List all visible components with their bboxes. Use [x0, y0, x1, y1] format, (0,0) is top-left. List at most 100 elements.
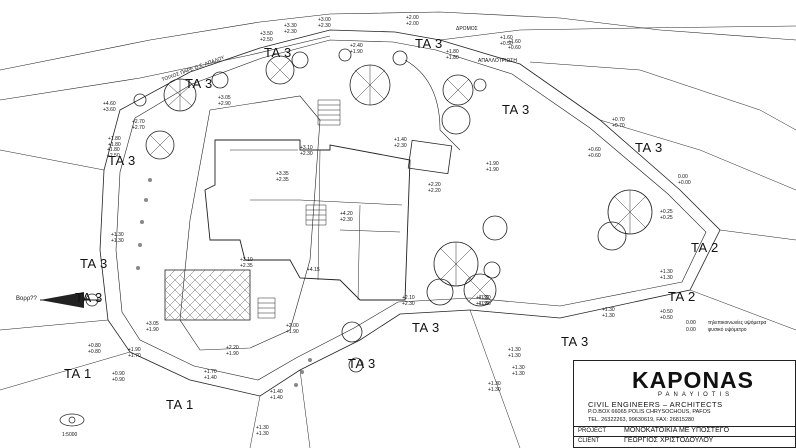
spot-level: +1.40+2.30: [394, 137, 407, 149]
natural-level: +1.90: [286, 328, 299, 335]
client-value: ΓΕΩΡΓΙΟΣ ΧΡΙΣΤΟΔΟΥΛΟΥ: [624, 437, 714, 444]
spot-level: +1.80+1.80: [108, 136, 121, 148]
finished-level: +0.80: [88, 343, 101, 349]
legend-value: 0.00: [686, 320, 696, 326]
spot-level: +3.10+2.35: [240, 257, 253, 269]
natural-level: +1.30: [602, 312, 615, 319]
spot-level: +1.30+1.30: [602, 307, 615, 319]
zone-label: TA 3: [348, 356, 376, 371]
spot-level: 0.00+0.00: [678, 174, 691, 186]
spot-level: +4.20+2.30: [340, 211, 353, 223]
natural-level: +1.80: [446, 54, 459, 61]
spot-level: +1.30+1.30: [478, 295, 491, 307]
spot-level: +1.30+1.30: [476, 295, 489, 307]
natural-level: +2.20: [428, 187, 441, 194]
zone-label: TA 3: [264, 45, 292, 60]
spot-level: +0.90+0.90: [112, 371, 125, 383]
finished-level: 0.00: [678, 174, 688, 180]
client-row: CLIENT ΓΕΩΡΓΙΟΣ ΧΡΙΣΤΟΔΟΥΛΟΥ: [574, 436, 795, 447]
zone-label: TA 3: [185, 76, 213, 91]
spot-level: +1.80+2.50: [107, 147, 120, 159]
finished-level: +3.10: [300, 145, 313, 151]
spot-level: +2.20+2.20: [428, 182, 441, 194]
finished-level: +1.80: [107, 147, 120, 153]
natural-level: +0.60: [508, 44, 521, 51]
finished-level: +0.50: [660, 309, 673, 315]
firm-name: KAPONAS: [632, 367, 755, 393]
natural-level: +1.30: [478, 300, 491, 307]
finished-level: +1.60: [500, 35, 513, 41]
zone-label: TA 3: [415, 36, 443, 51]
spot-level: +2.10+2.30: [402, 295, 415, 307]
finished-level: +1.30: [478, 295, 491, 301]
scale-label: 1:5000: [62, 432, 78, 438]
expropriation-label: ΑΠΑΛΛΟΤΡΙΩΣΗ: [478, 58, 517, 64]
finished-level: +1.40: [270, 389, 283, 395]
legend-text: τηλεπικοινωνίες υψόμετρα: [708, 320, 767, 326]
natural-level: +2.35: [276, 176, 289, 183]
natural-level: +2.50: [107, 152, 120, 159]
spot-level: +0.60+0.60: [588, 147, 601, 159]
finished-level: +1.30: [512, 365, 525, 371]
zone-label: TA 1: [166, 397, 194, 412]
finished-level: +1.80: [108, 136, 121, 142]
natural-level: +2.30: [284, 28, 297, 35]
spot-level: +3.10+2.30: [300, 145, 313, 157]
eye-stamp-icon: [59, 413, 85, 427]
spot-level: +3.00+2.30: [318, 17, 331, 29]
natural-level: +1.30: [508, 352, 521, 359]
spot-level: +3.30+2.30: [284, 23, 297, 35]
spot-level: +0.50+0.50: [660, 309, 673, 321]
zone-label: TA 2: [668, 289, 696, 304]
natural-level: +0.50: [500, 40, 513, 47]
spot-level: +1.30+1.30: [488, 381, 501, 393]
natural-level: +3.60: [103, 106, 116, 113]
legend-text: φυσικό υψόμετρο: [708, 327, 747, 333]
finished-level: +1.40: [394, 137, 407, 143]
finished-level: +3.30: [284, 23, 297, 29]
natural-level: +2.35: [240, 262, 253, 269]
finished-level: +3.00: [318, 17, 331, 23]
spot-level: +3.05+1.90: [146, 321, 159, 333]
spot-level: +1.40+1.40: [270, 389, 283, 401]
natural-level: +1.80: [108, 141, 121, 148]
natural-level: +2.30: [394, 142, 407, 149]
zone-label: TA 3: [75, 290, 103, 305]
spot-level: +2.70+2.70: [132, 119, 145, 131]
natural-level: +1.70: [128, 352, 141, 359]
finished-level: +3.05: [218, 95, 231, 101]
legend-value: 0.00: [686, 327, 696, 333]
natural-level: +1.90: [146, 326, 159, 333]
natural-level: +1.90: [350, 48, 363, 55]
finished-level: +3.10: [240, 257, 253, 263]
zone-label: TA 3: [502, 102, 530, 117]
spot-level: +3.05+2.90: [218, 95, 231, 107]
spot-level: +1.30+1.30: [111, 232, 124, 244]
spot-level: +0.70+0.70: [612, 117, 625, 129]
spot-level: +1.30+1.30: [660, 269, 673, 281]
spot-level: +1.80+1.80: [446, 49, 459, 61]
finished-level: +1.30: [508, 347, 521, 353]
spot-level: +3.50+2.50: [260, 31, 273, 43]
zone-label: TA 3: [635, 140, 663, 155]
finished-level: +1.70: [204, 369, 217, 375]
finished-level: +1.90: [486, 161, 499, 167]
finished-level: +2.20: [226, 345, 239, 351]
natural-level: +2.00: [406, 20, 419, 27]
finished-level: +0.60: [588, 147, 601, 153]
finished-level: +1.60: [508, 39, 521, 45]
spot-level: +4.15: [307, 267, 320, 274]
spot-level: +2.40+1.90: [350, 43, 363, 55]
natural-level: +1.30: [476, 300, 489, 307]
finished-level: +2.00: [406, 15, 419, 21]
road-label: ΔΡΟΜΟΣ: [456, 26, 478, 32]
finished-level: +1.30: [488, 381, 501, 387]
natural-level: +0.25: [660, 214, 673, 221]
finished-level: +2.70: [132, 119, 145, 125]
finished-level: +1.30: [256, 425, 269, 431]
north-arrow-icon: [40, 292, 100, 308]
client-key: CLIENT: [578, 438, 600, 444]
natural-level: +1.40: [204, 374, 217, 381]
natural-level: +2.30: [340, 216, 353, 223]
